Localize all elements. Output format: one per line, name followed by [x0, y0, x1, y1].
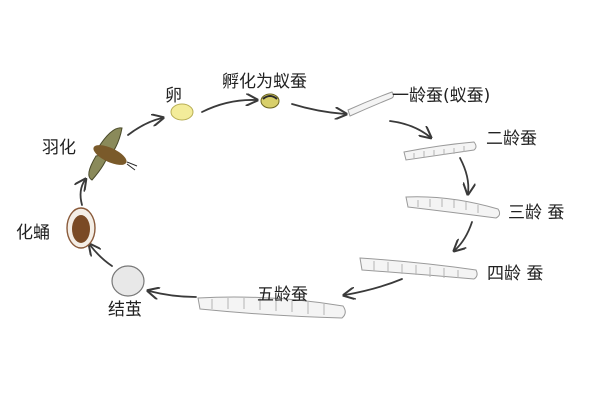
label-cocoon: 结茧	[108, 300, 142, 320]
arrow-hatch-to-instar1	[291, 103, 345, 114]
label-hatch: 孵化为蚁蚕	[222, 72, 307, 92]
cocoon-icon	[111, 265, 145, 297]
label-pupa: 化蛹	[16, 223, 50, 243]
arrow-instar3-to-instar4	[455, 221, 473, 250]
arrow-instar1-to-instar2	[389, 120, 430, 137]
label-moth: 羽化	[42, 138, 76, 158]
silkworm-icon	[403, 141, 477, 161]
label-instar1: 一龄蚕(蚁蚕)	[392, 86, 490, 106]
silkworm-icon	[359, 257, 478, 280]
label-instar4: 四龄 蚕	[487, 264, 543, 284]
arrow-pupa-to-moth	[81, 180, 85, 206]
hatching-larva-icon	[260, 93, 280, 109]
label-instar3: 三龄 蚕	[508, 203, 564, 223]
silkworm-icon	[405, 196, 501, 219]
egg-icon	[170, 103, 194, 121]
label-instar5: 五龄蚕	[257, 285, 308, 305]
pupa-icon	[66, 207, 96, 249]
label-instar2: 二龄蚕	[486, 129, 537, 149]
moth-icon	[88, 127, 138, 181]
silkworm-icon	[197, 296, 346, 319]
arrow-cocoon-to-pupa	[90, 245, 113, 267]
silkworm-icon	[347, 91, 394, 117]
arrow-moth-to-egg	[127, 118, 162, 136]
arrow-instar2-to-instar3	[459, 157, 468, 193]
arrow-egg-to-hatch	[201, 100, 256, 113]
label-egg: 卵	[165, 86, 182, 106]
arrow-instar5-to-cocoon	[149, 291, 197, 297]
arrow-instar4-to-instar5	[345, 278, 403, 295]
